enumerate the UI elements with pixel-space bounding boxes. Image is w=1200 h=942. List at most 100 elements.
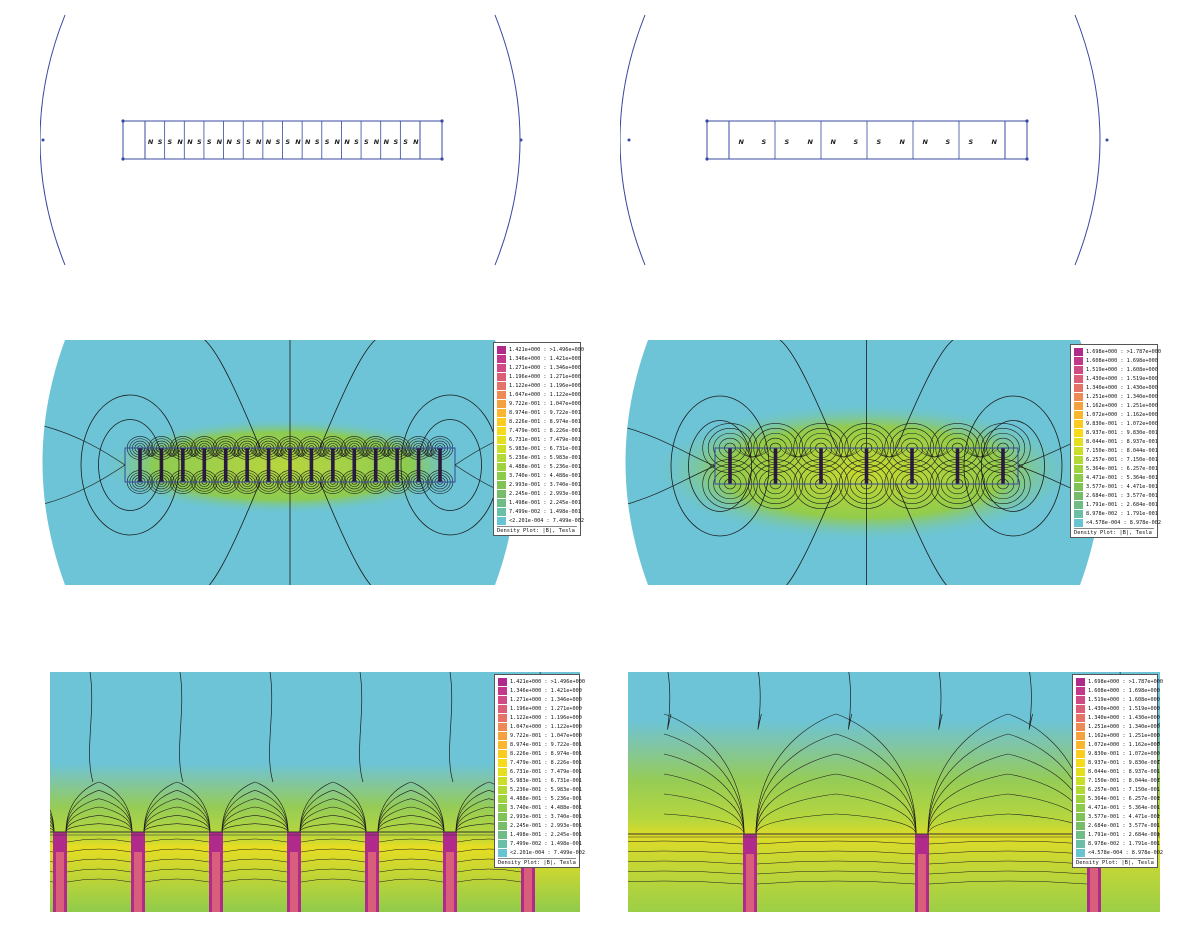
legend-swatch — [1074, 365, 1083, 374]
legend-range-label: 8.226e-001 : 8.974e-001 — [509, 418, 581, 425]
flux-line — [66, 848, 132, 853]
legend-row: 1.251e+000 : 1.340e+000 — [1074, 392, 1158, 401]
flux-line — [928, 860, 1088, 865]
legend-row: 2.684e-001 : 3.577e-001 — [1076, 821, 1160, 830]
legend-title: Density Plot: |B|, Tesla — [1076, 858, 1154, 866]
flux-line — [300, 868, 366, 873]
flux-line — [1017, 425, 1103, 467]
legend-swatch — [498, 713, 507, 722]
flux-line — [332, 823, 367, 833]
magnet-pole-label: S — [285, 138, 290, 146]
pole-transition — [373, 448, 378, 482]
legend-range-label: 1.791e-001 : 2.684e-001 — [1088, 831, 1160, 838]
pole-transition — [309, 448, 314, 482]
flux-line — [269, 672, 274, 783]
legend-swatch — [498, 740, 507, 749]
legend-row: 4.488e-001 : 5.236e-001 — [497, 462, 581, 471]
magnet-pole-label: N — [295, 138, 301, 146]
legend-row: 1.122e+000 : 1.196e+000 — [498, 713, 582, 722]
flux-line — [837, 447, 851, 458]
legend-range-label: 6.257e-001 : 7.150e-001 — [1086, 456, 1158, 463]
magnet-pole-label: S — [246, 138, 251, 146]
pole-transition — [728, 448, 732, 484]
legend-row: 1.072e+000 : 1.162e+000 — [1076, 740, 1160, 749]
flux-line — [756, 870, 916, 875]
legend-row: 1.698e+000 : >1.787e+000 — [1074, 347, 1161, 356]
flux-line — [928, 880, 1088, 885]
flux-line — [222, 868, 288, 873]
flux-line — [144, 848, 210, 853]
legend-range-label: 1.251e+000 : 1.340e+000 — [1088, 723, 1160, 730]
legend-swatch — [498, 794, 507, 803]
legend-row: 1.519e+000 : 1.608e+000 — [1076, 695, 1160, 704]
flux-line — [746, 447, 760, 458]
legend-range-label: 9.722e-001 : 1.047e+000 — [510, 732, 582, 739]
magnet-pole-label: S — [354, 138, 359, 146]
legend-swatch — [498, 704, 507, 713]
pole-transition — [138, 448, 142, 482]
field-plot-zoom-right — [628, 672, 1160, 912]
magnet-pole-label: N — [256, 138, 262, 146]
legend-row: 1.608e+000 : 1.698e+000 — [1076, 686, 1160, 695]
legend-range-label: 7.479e-001 : 8.226e-001 — [509, 427, 581, 434]
flux-line — [757, 672, 762, 730]
flux-line — [254, 823, 289, 833]
legend-range-label: 1.519e+000 : 1.608e+000 — [1086, 366, 1158, 373]
legend-range-label: 1.498e-001 : 2.245e-001 — [509, 499, 581, 506]
magnet-pole-label: S — [785, 138, 790, 146]
magnet-pole-core — [56, 852, 64, 912]
flux-line — [963, 395, 1063, 537]
flux-line — [896, 340, 962, 449]
flux-line — [300, 848, 366, 853]
flux-line — [377, 823, 412, 833]
legend-swatch — [497, 363, 506, 372]
flux-line — [194, 481, 261, 585]
legend-swatch — [1076, 713, 1085, 722]
pole-transition — [288, 448, 292, 482]
legend-range-label: 5.236e-001 : 5.983e-001 — [510, 786, 582, 793]
magnet-pole-core — [746, 854, 754, 912]
legend-swatch — [497, 345, 506, 354]
flux-line — [300, 838, 366, 843]
flux-line — [65, 823, 100, 833]
legend-swatch — [498, 803, 507, 812]
field-full-left-svg — [42, 340, 518, 585]
pole-transition — [331, 448, 335, 482]
legend-swatch — [1074, 446, 1083, 455]
flux-line — [176, 823, 211, 833]
legend-row: 1.251e+000 : 1.340e+000 — [1076, 722, 1160, 731]
legend-swatch — [1074, 518, 1083, 527]
legend-range-label: 7.479e-001 : 8.226e-001 — [510, 759, 582, 766]
legend-row: 1.346e+000 : 1.421e+000 — [498, 686, 582, 695]
legend-range-label: 8.044e-001 : 8.937e-001 — [1088, 768, 1160, 775]
flux-line — [176, 790, 211, 833]
boundary-node — [519, 138, 523, 142]
magnet-pole-label: S — [969, 138, 974, 146]
legend-swatch — [1076, 830, 1085, 839]
legend-swatch — [497, 516, 506, 525]
flux-line — [98, 419, 162, 511]
magnet-pole-label: N — [217, 138, 223, 146]
legend-row: 8.974e-001 : 9.722e-001 — [498, 740, 582, 749]
flux-line — [176, 781, 211, 833]
legend-range-label: 8.978e-002 : 1.791e-001 — [1086, 510, 1158, 517]
legend-row: 1.791e-001 : 2.684e-001 — [1074, 500, 1158, 509]
legend-range-label: 1.698e+000 : >1.787e+000 — [1086, 348, 1161, 355]
legend-row: 1.421e+000 : >1.496e+000 — [497, 345, 584, 354]
legend-swatch — [497, 507, 506, 516]
legend-row: 7.499e-002 : 1.498e-001 — [497, 507, 581, 516]
legend-range-label: 1.430e+000 : 1.519e+000 — [1088, 705, 1160, 712]
legend-range-label: 1.346e+000 : 1.421e+000 — [509, 355, 581, 362]
flux-line — [190, 447, 197, 457]
magnet-pole-core — [212, 852, 220, 912]
legend-row: 1.608e+000 : 1.698e+000 — [1074, 356, 1158, 365]
legend-row: 6.257e-001 : 7.150e-001 — [1076, 785, 1160, 794]
flux-line — [42, 424, 126, 466]
geometry-node — [440, 119, 444, 123]
legend-row: 2.993e-001 : 3.740e-001 — [498, 812, 582, 821]
legend-range-label: 1.122e+000 : 1.196e+000 — [510, 714, 582, 721]
geometry-node — [705, 119, 709, 123]
boundary-node — [41, 138, 45, 142]
magnet-pole-label: N — [226, 138, 232, 146]
